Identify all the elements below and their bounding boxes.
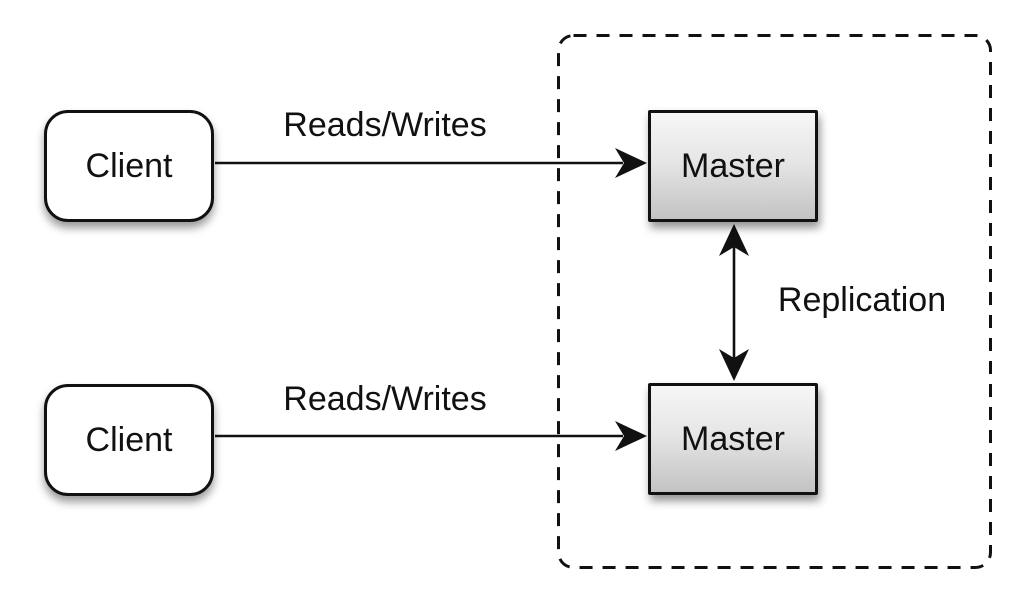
arrowhead-right-icon (615, 421, 647, 451)
client-node-bottom-label: Client (85, 420, 173, 459)
client-node-bottom: Client (44, 384, 214, 496)
client-node-top-label: Client (85, 146, 173, 185)
master-node-top: Master (648, 110, 818, 222)
arrow-reads-writes-top (215, 148, 647, 178)
edge-label-reads-writes-bottom: Reads/Writes (283, 380, 487, 418)
client-node-top: Client (44, 110, 214, 222)
master-node-top-label: Master (681, 146, 785, 185)
arrow-replication (719, 224, 749, 381)
edge-label-replication: Replication (777, 281, 947, 319)
replication-zone-border (557, 34, 992, 569)
edge-label-reads-writes-top: Reads/Writes (283, 106, 487, 144)
arrow-reads-writes-bottom (215, 421, 647, 451)
master-node-bottom: Master (648, 383, 818, 495)
arrowhead-down-icon (719, 349, 749, 381)
arrowhead-right-icon (615, 148, 647, 178)
master-node-bottom-label: Master (681, 419, 785, 458)
arrowhead-up-icon (719, 224, 749, 256)
